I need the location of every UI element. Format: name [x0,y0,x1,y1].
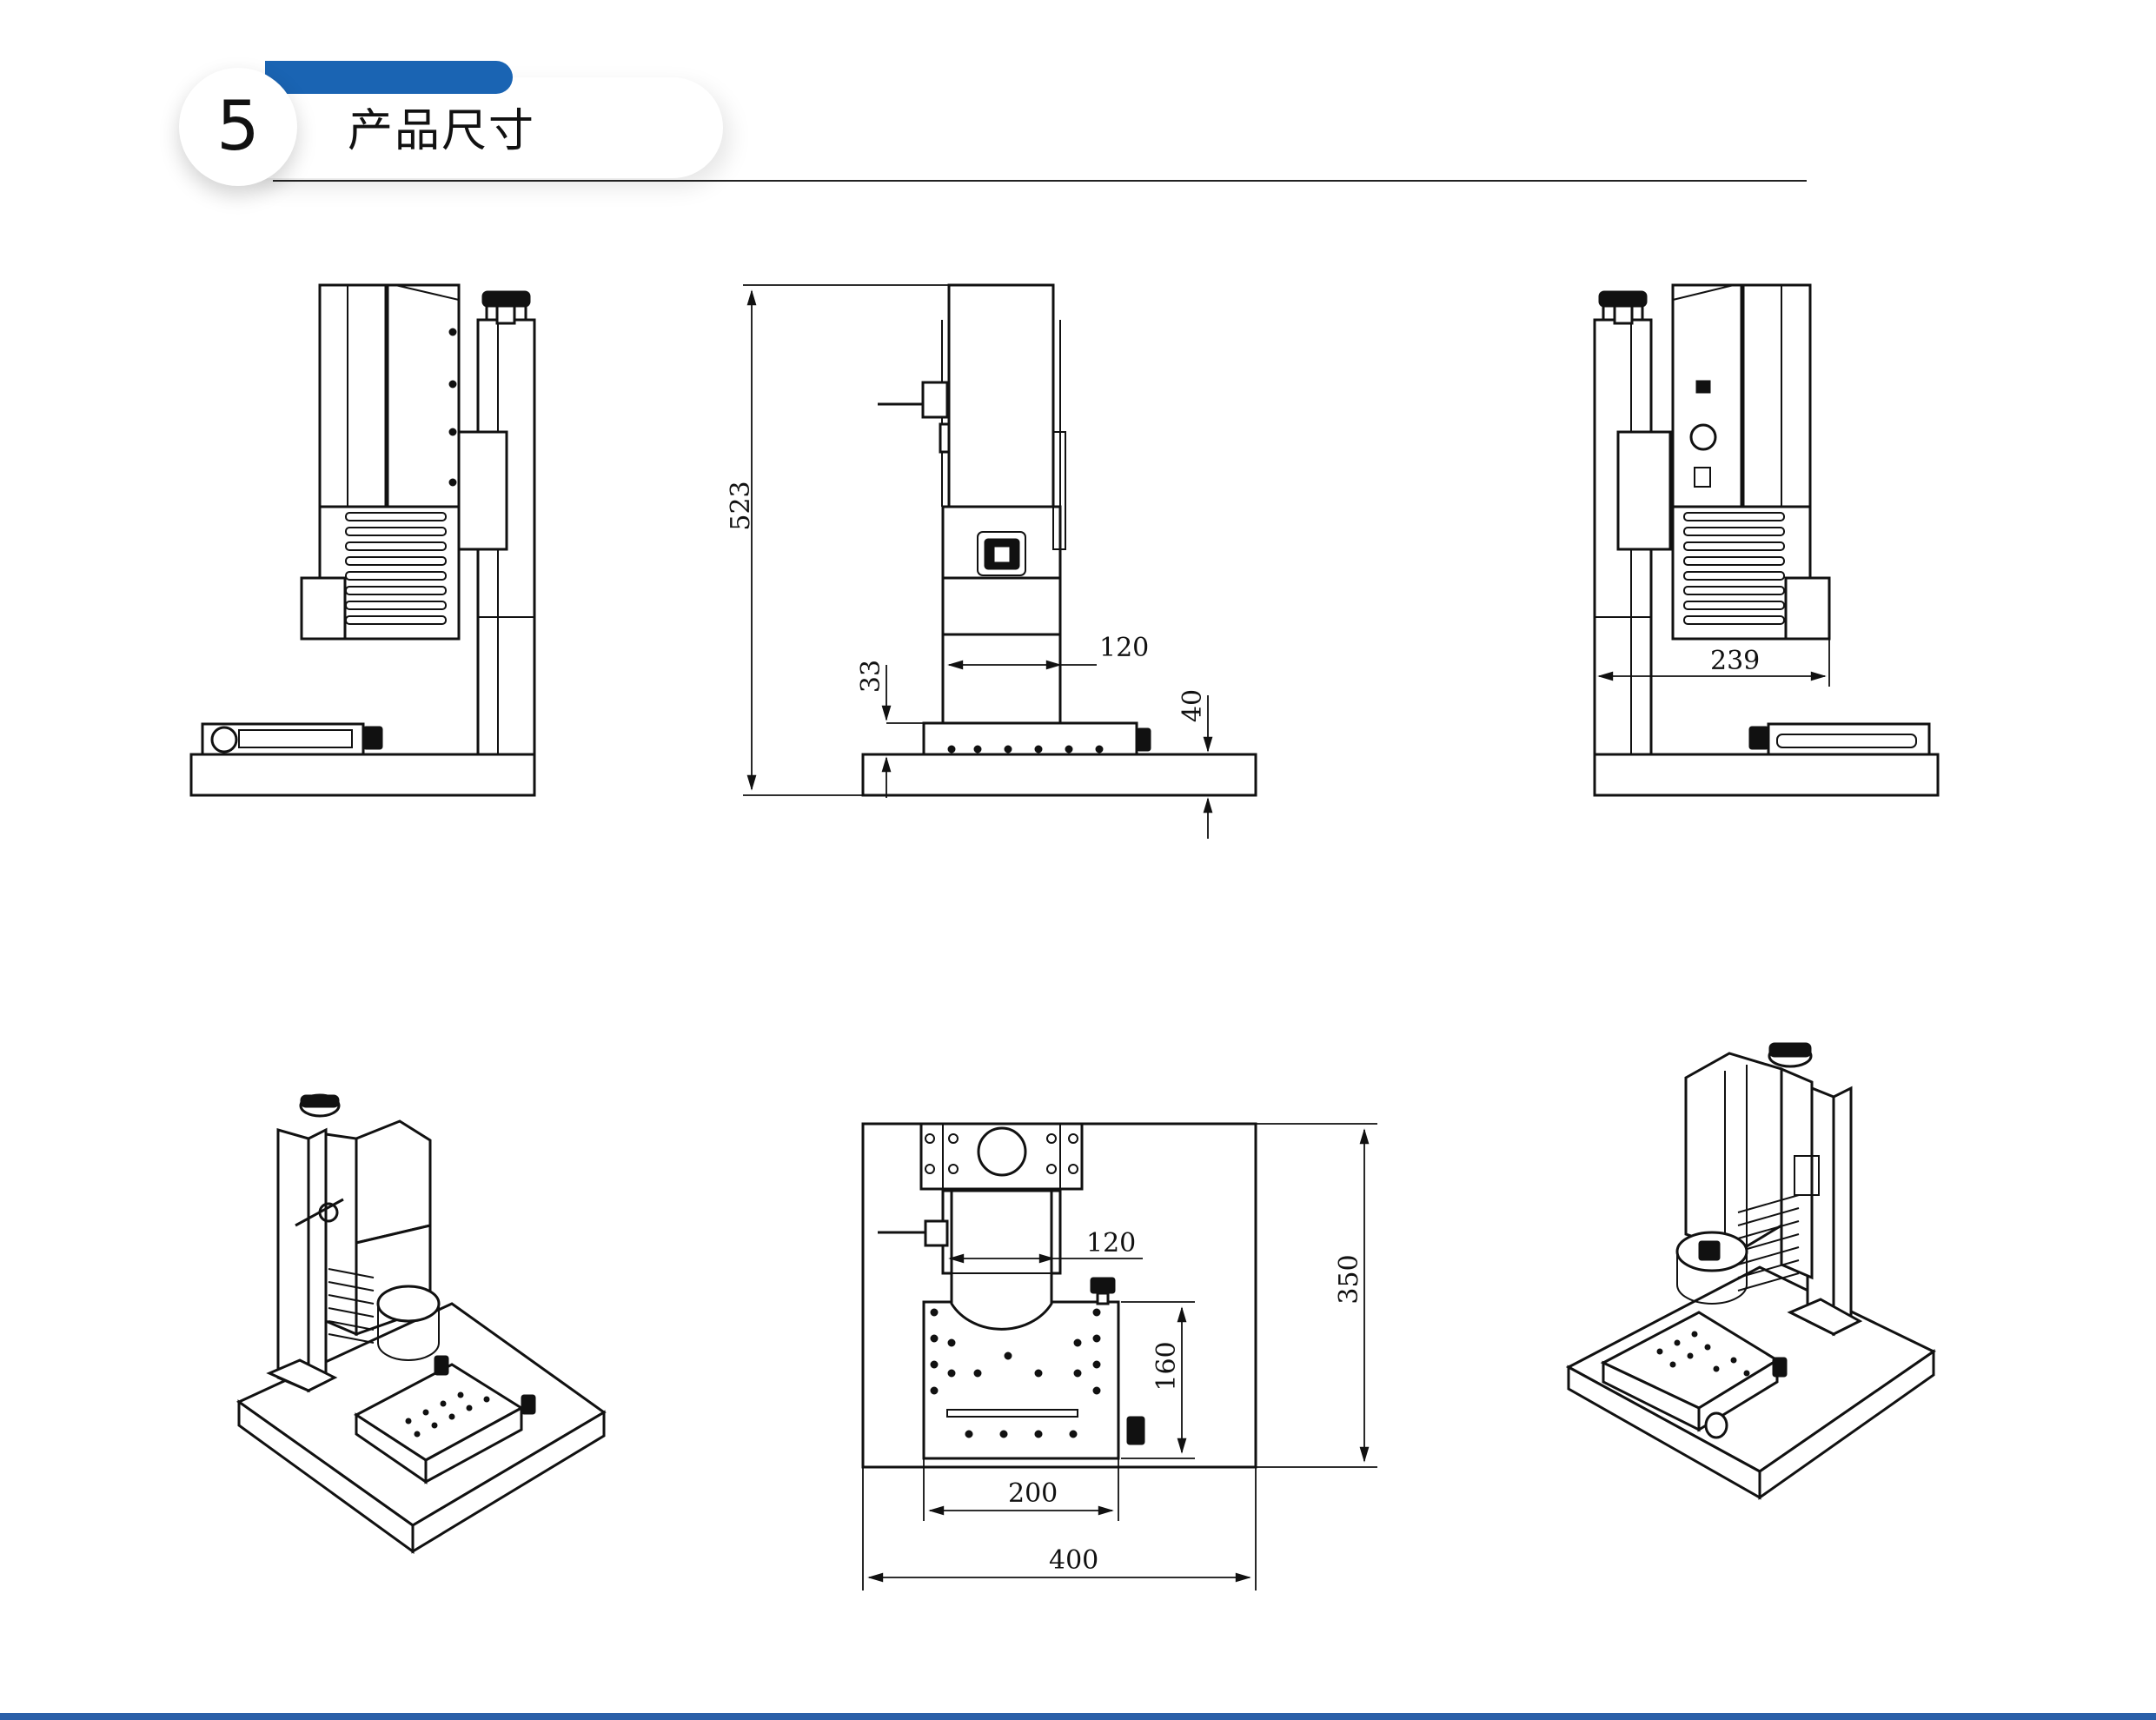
dim-side-depth: 239 [1710,646,1760,676]
dim-top-base-width: 400 [1049,1545,1098,1576]
header-divider [273,180,1807,182]
isometric-left [236,1093,607,1554]
front-view: 523 120 33 40 [726,283,1257,839]
left-side-view [189,283,536,797]
dim-front-base-thickness: 40 [1178,689,1208,722]
dim-front-width: 120 [1099,633,1149,663]
dim-top-stage-width: 200 [1008,1478,1058,1509]
dim-front-height: 523 [726,481,756,530]
header-accent-bar [265,61,513,94]
dim-top-base-depth: 350 [1334,1254,1364,1304]
top-view: 120 160 350 200 400 [861,1122,1377,1591]
isometric-right [1565,1042,1936,1500]
right-side-view: 239 [1593,283,1940,797]
dim-top-stage-depth: 160 [1151,1341,1182,1391]
section-number: 5 [216,88,260,166]
footer-bar [0,1713,2156,1720]
dim-top-column-width: 120 [1086,1228,1136,1258]
header-title-panel [254,77,723,178]
section-title: 产品尺寸 [348,105,536,157]
section-number-badge: 5 [179,68,297,186]
dim-front-stage-height: 33 [856,660,886,693]
